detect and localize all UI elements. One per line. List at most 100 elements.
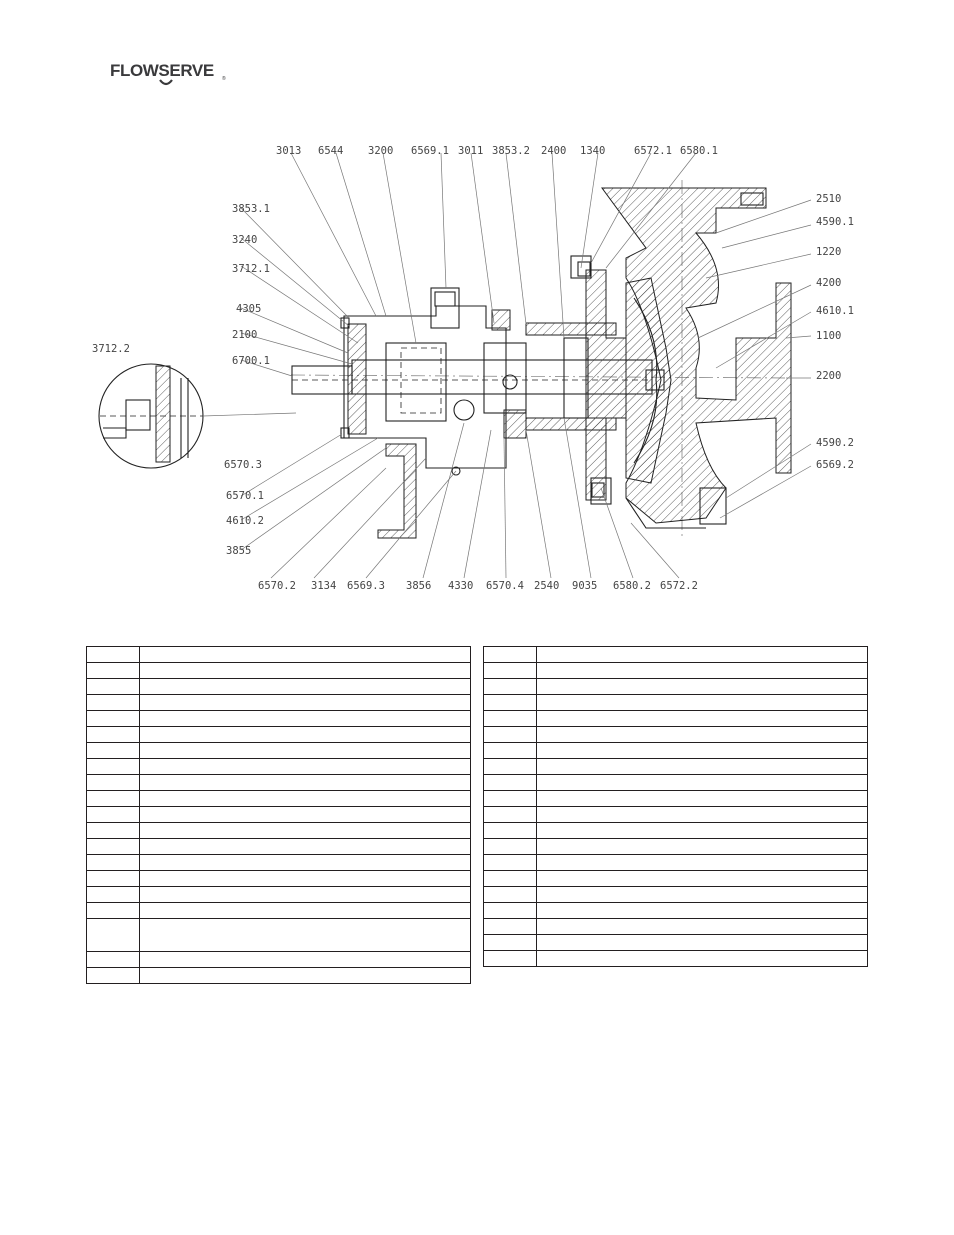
part-number-cell [86,967,140,984]
callout-label: 6580.1 [680,145,718,157]
table-row [86,918,471,952]
part-number-cell [483,758,537,775]
callout-label: 3856 [406,580,431,592]
callout-label: 3013 [276,145,301,157]
description-cell [536,822,868,839]
part-number-cell [86,822,140,839]
description-cell [536,806,868,823]
callout-label: 3853.2 [492,145,530,157]
description-cell [139,838,471,855]
callout-label: 6569.2 [816,459,854,471]
callout-label: 2100 [232,329,257,341]
part-number-cell [86,678,140,695]
part-number-cell [483,934,537,951]
description-cell [536,758,868,775]
table-row [86,838,471,855]
table-row [483,902,868,919]
description-cell [536,678,868,695]
parts-table-body [86,646,471,984]
callout-label: 6700.1 [232,355,270,367]
part-number-cell [483,870,537,887]
table-row [483,646,868,663]
description-cell [536,646,868,663]
part-number-cell [483,694,537,711]
description-cell [139,854,471,871]
part-number-cell [483,710,537,727]
part-number-cell [483,822,537,839]
part-number-cell [483,950,537,967]
table-row [483,790,868,807]
callout-label: 6572.2 [660,580,698,592]
bolts [340,261,605,498]
table-row [483,726,868,743]
description-cell [139,870,471,887]
parts-table-body [483,646,868,967]
table-row [483,934,868,951]
callout-label: 6570.4 [486,580,524,592]
description-cell [139,742,471,759]
pump-cross-section-drawing: 3013 6544 3200 6569.1 3011 3853.2 2400 1… [92,145,854,592]
part-number-cell [483,806,537,823]
description-cell [536,710,868,727]
part-number-cell [483,742,537,759]
callout-label: 2540 [534,580,559,592]
callout-label: 6572.1 [634,145,672,157]
description-cell [536,742,868,759]
part-number-cell [483,918,537,935]
table-row [483,822,868,839]
description-cell [139,951,471,968]
part-number-cell [86,710,140,727]
callout-label: 3712.1 [232,263,270,275]
callout-label: 9035 [572,580,597,592]
part-number-cell [483,662,537,679]
detail-view-circle [98,363,297,469]
description-cell [536,870,868,887]
part-number-cell [483,726,537,743]
part-number-cell [86,854,140,871]
table-row [86,790,471,807]
callout-label: 6570.2 [258,580,296,592]
description-cell [536,790,868,807]
description-cell [536,902,868,919]
part-number-cell [483,854,537,871]
table-row [86,886,471,903]
table-row [86,822,471,839]
table-row [483,758,868,775]
parts-list-table-right [483,646,868,967]
callout-labels-bottom: 6570.1 4610.2 3855 6570.2 3134 6569.3 38… [226,490,698,592]
callout-label: 4305 [236,303,261,315]
callout-label: 4330 [448,580,473,592]
callout-label: 4610.1 [816,305,854,317]
callout-label: 6570.1 [226,490,264,502]
callout-label: 4200 [816,277,841,289]
description-cell [139,790,471,807]
callout-labels-right: 2510 4590.1 1220 4200 4610.1 1100 2200 4… [816,193,854,471]
part-number-cell [86,790,140,807]
callout-label: 2510 [816,193,841,205]
callout-label: 2200 [816,370,841,382]
table-row [483,678,868,695]
callout-label: 1220 [816,246,841,258]
pump-casing [601,187,792,529]
part-number-cell [86,902,140,919]
table-row [483,854,868,871]
table-row [86,758,471,775]
callout-labels-top: 3013 6544 3200 6569.1 3011 3853.2 2400 1… [276,145,718,157]
table-row [483,870,868,887]
table-row [483,694,868,711]
part-number-cell [483,678,537,695]
table-row [483,662,868,679]
callout-label: 6570.3 [224,459,262,471]
part-number-cell [483,774,537,791]
callout-label: 6569.3 [347,580,385,592]
table-row [86,902,471,919]
flowserve-logo: FLOWSERVE ® [110,61,226,86]
part-number-cell [86,951,140,968]
description-cell [139,710,471,727]
table-row [86,967,471,984]
callout-label: 3712.2 [92,343,130,355]
callout-label: 4590.2 [816,437,854,449]
description-cell [536,694,868,711]
table-row [86,854,471,871]
table-row [483,950,868,967]
